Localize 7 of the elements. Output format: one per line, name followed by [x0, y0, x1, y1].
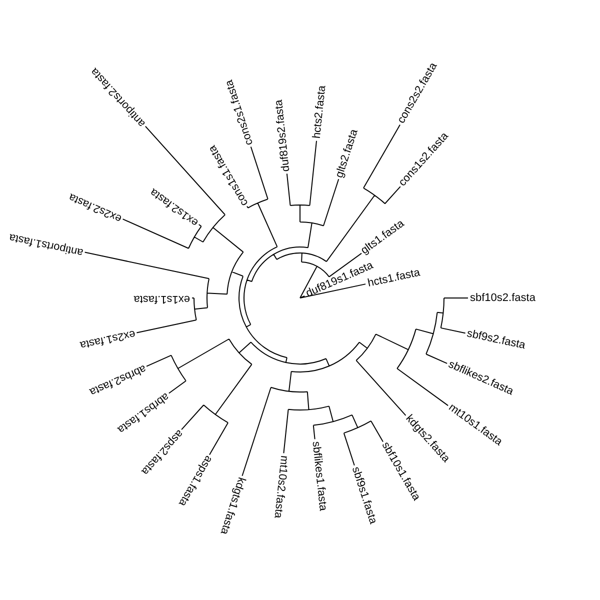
leaf-label: duf819s2.fasta: [272, 99, 294, 172]
leaf-label: sbflikes1.fasta: [308, 440, 329, 512]
leaf-label: hcts2.fasta: [310, 85, 329, 140]
leaf-label: ex1s1.fasta: [134, 292, 190, 304]
leaf-label: sbf10s2.fasta: [470, 292, 536, 304]
leaf-label: mt10s2.fasta: [270, 454, 290, 518]
leaf-label: ex2s1.fasta: [78, 326, 136, 352]
